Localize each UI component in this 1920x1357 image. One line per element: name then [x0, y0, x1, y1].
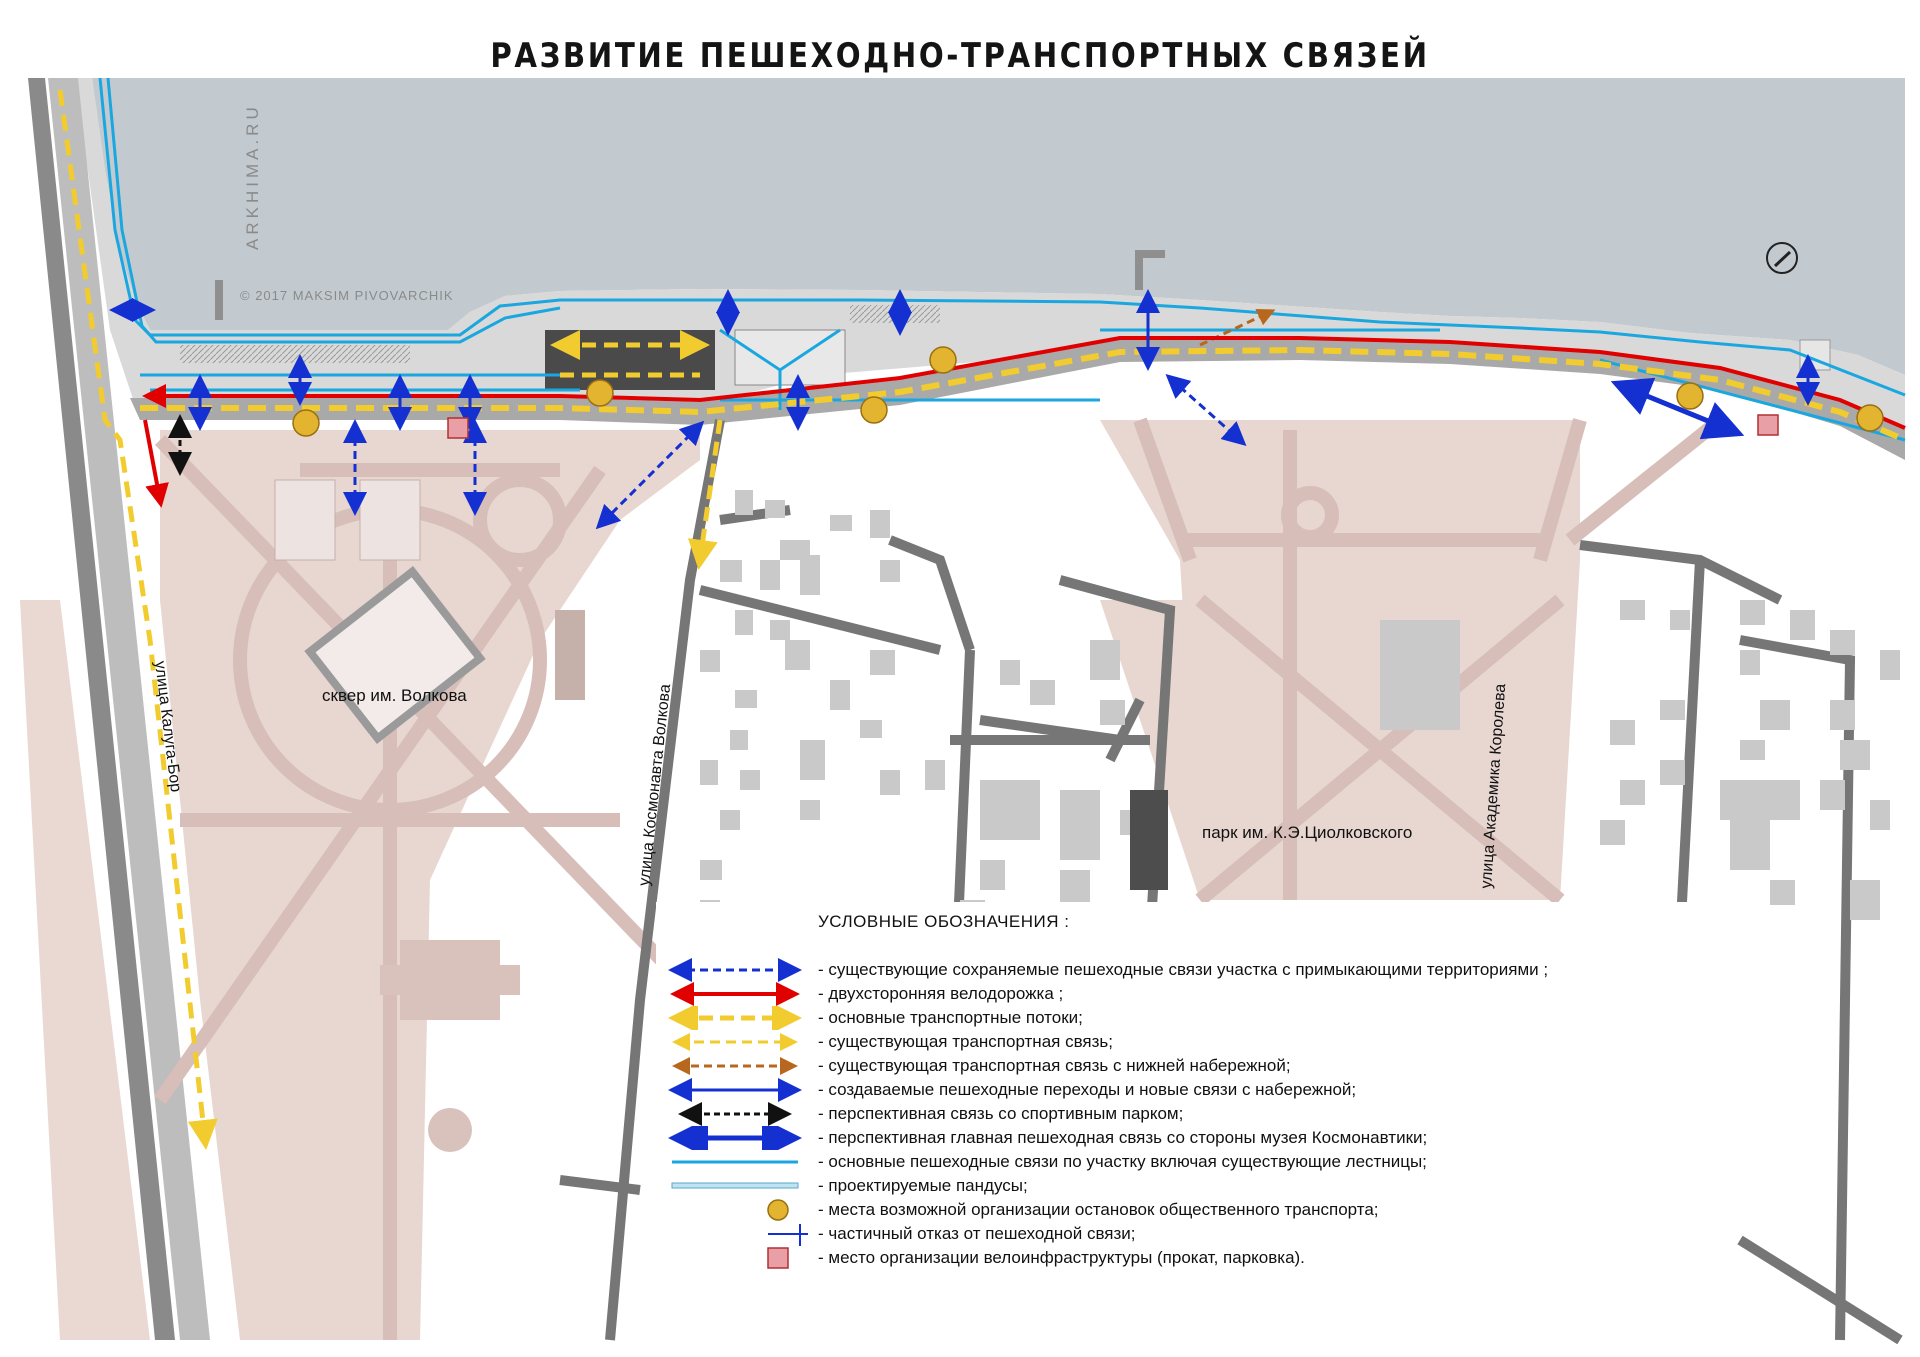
building-dark: [1130, 790, 1168, 890]
stadium: [274, 479, 585, 744]
bus-stops: [292, 346, 1884, 437]
bike-infrastructure: [447, 414, 1779, 439]
pier-2: [1135, 250, 1165, 258]
map-title: РАЗВИТИЕ ПЕШЕХОДНО-ТРАНСПОРТНЫХ СВЯЗЕЙ: [490, 36, 1430, 76]
label-square: сквер им. Волкова: [322, 686, 467, 705]
cyan-line-icon: [672, 1160, 798, 1164]
watermark-copyright: © 2017 MAKSIM PIVOVARCHIK: [240, 288, 454, 303]
transport-routes: [57, 89, 1907, 1150]
upper-road: [130, 338, 1905, 460]
legend-text: - двухсторонняя велодорожка ;: [818, 984, 1064, 1003]
buoy: [1766, 242, 1798, 274]
watermark-site: ARKHIMA.RU: [243, 103, 262, 250]
legend-text: - создаваемые пешеходные переходы и новы…: [818, 1080, 1357, 1099]
bike-lane-left: [143, 419, 169, 508]
pier-3: [215, 280, 223, 320]
legend-text: - перспективная главная пешеходная связь…: [818, 1128, 1428, 1147]
yellow-dashed-arrow-light-icon: [672, 1033, 798, 1051]
legend-text: - существующие сохраняемые пешеходные св…: [818, 960, 1549, 979]
legend-text: - перспективная связь со спортивным парк…: [818, 1104, 1184, 1123]
legend-title: УСЛОВНЫЕ ОБОЗНАЧЕНИЯ :: [818, 912, 1070, 931]
yellow-dashed-arrow-icon: [668, 1006, 802, 1030]
pink-square-icon: [767, 1247, 789, 1269]
blue-solid-arrow-icon: [668, 1078, 802, 1102]
legend-text: - существующая транспортная связь;: [818, 1032, 1114, 1051]
red-arrow-icon: [670, 982, 800, 1006]
legend-text: - проектируемые пандусы;: [818, 1176, 1028, 1195]
black-dashed-arrow-icon: [678, 1102, 792, 1126]
legend-text: - существующая транспортная связь с нижн…: [818, 1056, 1291, 1075]
yellow-circle-icon: [767, 1199, 789, 1221]
existing-pedestrian-links: [343, 374, 1247, 530]
park-strip-left: [20, 600, 150, 1340]
parking-area: [545, 330, 715, 390]
legend-text: - основные пешеходные связи по участку в…: [818, 1152, 1427, 1171]
legend-text: - основные транспортные потоки;: [818, 1008, 1083, 1027]
road-left-outer: [28, 78, 175, 1340]
legend: УСЛОВНЫЕ ОБОЗНАЧЕНИЯ : - существующие со…: [656, 902, 1716, 1342]
label-park: парк им. К.Э.Циолковского: [1202, 823, 1413, 842]
river-water: [92, 78, 1905, 375]
ramp-line-icon: [671, 1182, 799, 1189]
road-kaluga-bor: [48, 78, 210, 1340]
orange-dashed-arrow-icon: [672, 1057, 798, 1075]
buildings: [700, 490, 1900, 930]
blue-cross-icon: [768, 1224, 808, 1246]
pier-1: [1135, 250, 1143, 290]
legend-text: - места возможной организации остановок …: [818, 1200, 1379, 1219]
park-paths: [1133, 414, 1725, 906]
blue-dashed-arrow-icon: [668, 958, 802, 982]
embankment: [75, 78, 1905, 450]
legend-text: - частичный отказ от пешеходной связи;: [818, 1224, 1136, 1243]
blue-thick-arrow-icon: [668, 1126, 802, 1150]
legend-text: - место организации велоинфраструктуры (…: [818, 1248, 1305, 1267]
walkways: [98, 77, 1906, 442]
bike-lane: [142, 336, 1906, 430]
church: [380, 940, 520, 1152]
pedestrian-crossings: [109, 289, 1820, 440]
